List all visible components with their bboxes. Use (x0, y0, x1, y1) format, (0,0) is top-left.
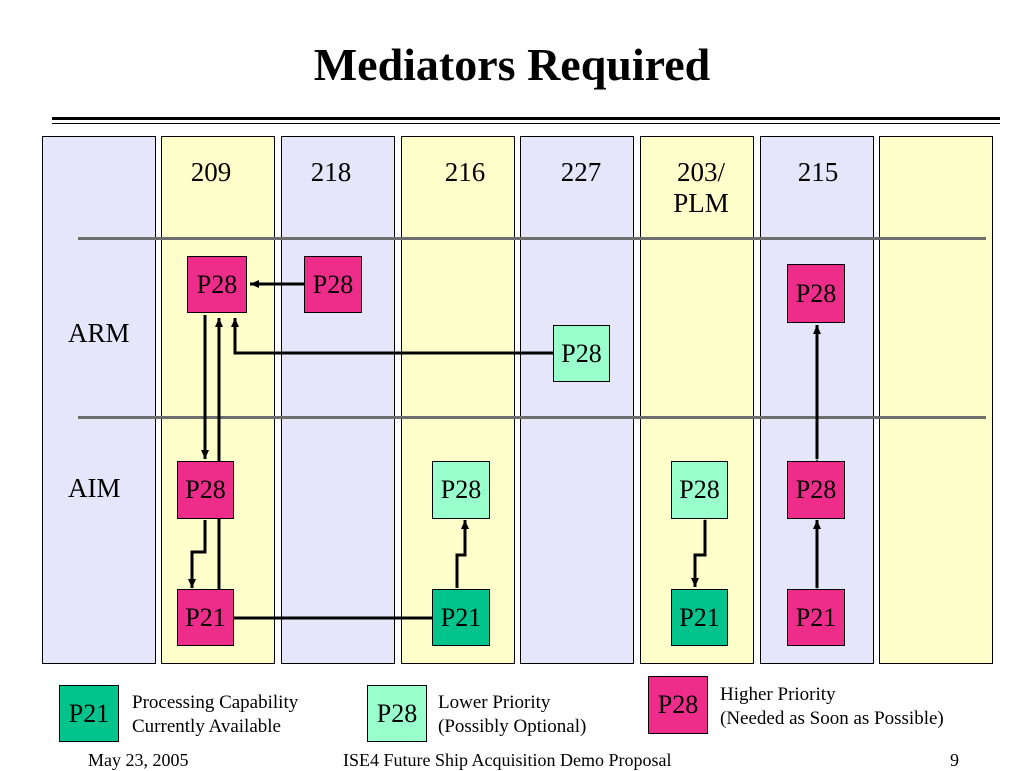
column-band-empty (879, 136, 993, 664)
slide-title: Mediators Required (313, 39, 711, 90)
node-cap-215: P21 (787, 589, 845, 646)
legend-higher-priority-line2: (Needed as Soon as Possible) (720, 708, 944, 729)
column-band-218 (281, 136, 395, 664)
label-column-band (42, 136, 156, 664)
node-aim-216: P28 (432, 461, 490, 519)
column-header-209: 209 (190, 157, 232, 187)
row-label-aim: AIM (68, 473, 121, 503)
legend-higher-priority-line1: Higher Priority (720, 684, 836, 705)
footer-page-number: 9 (950, 750, 959, 770)
column-header-203-plm: 203/ PLM (673, 157, 729, 218)
node-aim-215: P28 (787, 461, 845, 519)
node-aim-203: P28 (671, 461, 728, 519)
legend-higher-priority-text: Higher Priority (Needed as Soon as Possi… (720, 683, 944, 731)
node-arm-215: P28 (787, 264, 845, 323)
column-band-216 (401, 136, 515, 664)
legend-available-text: Processing Capability Currently Availabl… (132, 691, 298, 739)
title-rule-thin (52, 123, 1000, 124)
node-aim-209: P28 (177, 461, 234, 519)
row-separator-top (78, 237, 986, 240)
column-band-209 (161, 136, 275, 664)
node-arm-227: P28 (553, 325, 610, 382)
node-arm-209: P28 (187, 256, 247, 313)
legend-lower-priority-line1: Lower Priority (438, 692, 551, 713)
node-cap-216: P21 (432, 589, 490, 646)
node-cap-203: P21 (671, 589, 728, 646)
column-header-218: 218 (310, 157, 352, 187)
footer-title: ISE4 Future Ship Acquisition Demo Propos… (343, 750, 672, 770)
legend-lower-priority-line2: (Possibly Optional) (438, 716, 587, 737)
legend-lower-priority-text: Lower Priority (Possibly Optional) (438, 691, 586, 739)
row-label-arm: ARM (68, 318, 130, 348)
column-header-215: 215 (797, 157, 839, 187)
title-rule-thick (52, 117, 1000, 120)
legend-swatch-lower-priority: P28 (367, 685, 427, 742)
legend-available-line1: Processing Capability (132, 692, 299, 713)
column-band-215 (760, 136, 874, 664)
legend-swatch-higher-priority: P28 (648, 676, 708, 734)
column-band-227 (520, 136, 634, 664)
legend-available-line2: Currently Available (132, 716, 281, 737)
footer-date: May 23, 2005 (88, 750, 189, 770)
column-header-216: 216 (444, 157, 486, 187)
row-separator-middle (78, 416, 986, 419)
node-cap-209: P21 (177, 589, 234, 646)
node-arm-218: P28 (304, 256, 362, 313)
legend-swatch-available: P21 (59, 685, 119, 742)
column-header-227: 227 (560, 157, 602, 187)
